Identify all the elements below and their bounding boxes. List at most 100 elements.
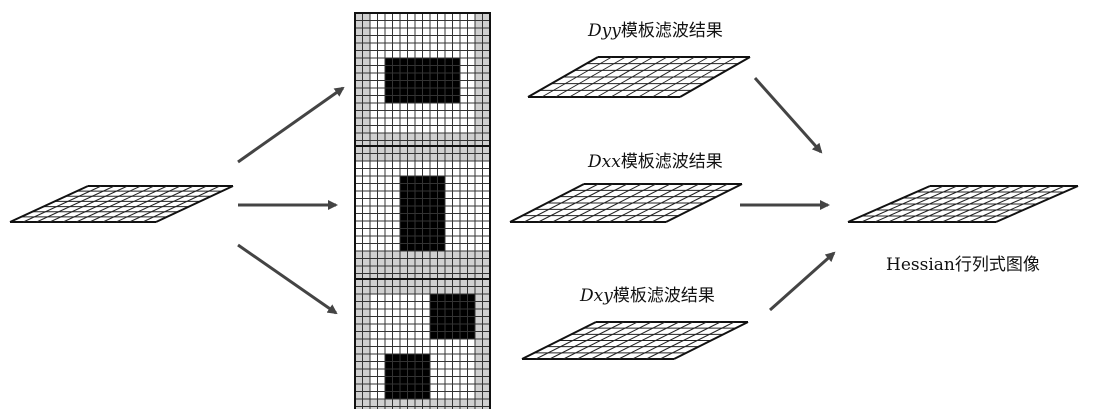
kernel-cell: [377, 406, 386, 409]
kernel-cell: [369, 323, 378, 332]
kernel-cell: [437, 190, 446, 199]
grid-col-line: [955, 185, 1038, 223]
kernel-cell: [459, 301, 468, 310]
kernel-cell: [474, 27, 483, 36]
kernel-cell: [369, 213, 378, 222]
kernel-cell: [392, 35, 401, 44]
kernel-cell: [414, 125, 423, 134]
kernel-cell: [362, 213, 371, 222]
grid-col-line: [549, 321, 624, 360]
kernel-cell: [384, 125, 393, 134]
kernel-cell: [467, 346, 476, 355]
kernel-cell: [414, 117, 423, 126]
kernel-cell: [482, 406, 491, 409]
kernel-cell: [384, 220, 393, 229]
kernel-cell: [414, 286, 423, 295]
kernel-cell: [362, 153, 371, 162]
kernel-cell: [369, 250, 378, 259]
kernel-cell: [452, 35, 461, 44]
kernel-cell: [429, 205, 438, 214]
grid-col-line: [888, 185, 971, 223]
kernel-cell: [369, 153, 378, 162]
kernel-cell: [414, 65, 423, 74]
grid-col-line: [861, 185, 944, 223]
kernel-cell: [444, 12, 453, 21]
kernel-cell: [429, 376, 438, 385]
kernel-cell: [362, 323, 371, 332]
kernel-cell: [437, 145, 446, 154]
kernel-cell: [422, 353, 431, 362]
kernel-cell: [429, 338, 438, 347]
kernel-cell: [429, 175, 438, 184]
kernel-cell: [474, 353, 483, 362]
kernel-cell: [414, 338, 423, 347]
kernel-cell: [482, 125, 491, 134]
grid-col-line: [509, 183, 585, 223]
dyy-suffix: 模板滤波结果: [621, 21, 723, 41]
kernel-cell: [354, 65, 363, 74]
kernel-cell: [459, 213, 468, 222]
kernel-cell: [459, 50, 468, 59]
kernel-cell: [452, 323, 461, 332]
grid-col-line: [632, 321, 707, 360]
kernel-cell: [459, 368, 468, 377]
kernel-cell: [392, 316, 401, 325]
kernel-cell: [392, 258, 401, 267]
kernel-cell: [437, 228, 446, 237]
kernel-cell: [414, 301, 423, 310]
kernel-cell: [482, 235, 491, 244]
kernel-cell: [384, 72, 393, 81]
kernel-cell: [377, 183, 386, 192]
kernel-cell: [422, 293, 431, 302]
dxy-kernel: [354, 278, 491, 409]
kernel-cell: [429, 383, 438, 392]
kernel-cell: [459, 250, 468, 259]
kernel-cell: [399, 110, 408, 119]
kernel-cell: [422, 316, 431, 325]
kernel-cell: [429, 20, 438, 29]
kernel-cell: [407, 80, 416, 89]
kernel-cell: [437, 286, 446, 295]
kernel-cell: [369, 361, 378, 370]
kernel-cell: [369, 50, 378, 59]
kernel-cell: [354, 406, 363, 409]
kernel-cell: [362, 183, 371, 192]
kernel-cell: [369, 72, 378, 81]
kernel-cell: [362, 110, 371, 119]
kernel-cell: [377, 168, 386, 177]
kernel-cell: [467, 228, 476, 237]
kernel-cell: [414, 50, 423, 59]
kernel-cell: [459, 205, 468, 214]
kernel-cell: [467, 293, 476, 302]
kernel-cell: [482, 12, 491, 21]
kernel-cell: [459, 183, 468, 192]
kernel-cell: [377, 391, 386, 400]
kernel-cell: [459, 110, 468, 119]
kernel-cell: [444, 258, 453, 267]
kernel-cell: [429, 213, 438, 222]
kernel-cell: [467, 65, 476, 74]
kernel-cell: [482, 250, 491, 259]
kernel-cell: [369, 42, 378, 51]
kernel-cell: [437, 198, 446, 207]
kernel-cell: [452, 228, 461, 237]
kernel-cell: [422, 398, 431, 407]
kernel-cell: [384, 110, 393, 119]
grid-col-line: [563, 321, 638, 360]
kernel-cell: [399, 198, 408, 207]
kernel-cell: [384, 346, 393, 355]
kernel-cell: [444, 132, 453, 141]
kernel-cell: [414, 132, 423, 141]
kernel-cell: [429, 72, 438, 81]
grid-col-line: [609, 183, 685, 223]
kernel-cell: [474, 391, 483, 400]
kernel-cell: [399, 331, 408, 340]
kernel-cell: [399, 278, 408, 287]
kernel-cell: [467, 80, 476, 89]
kernel-cell: [474, 368, 483, 377]
kernel-cell: [377, 316, 386, 325]
kernel-cell: [384, 368, 393, 377]
kernel-cell: [429, 316, 438, 325]
kernel-cell: [407, 20, 416, 29]
kernel-cell: [482, 213, 491, 222]
